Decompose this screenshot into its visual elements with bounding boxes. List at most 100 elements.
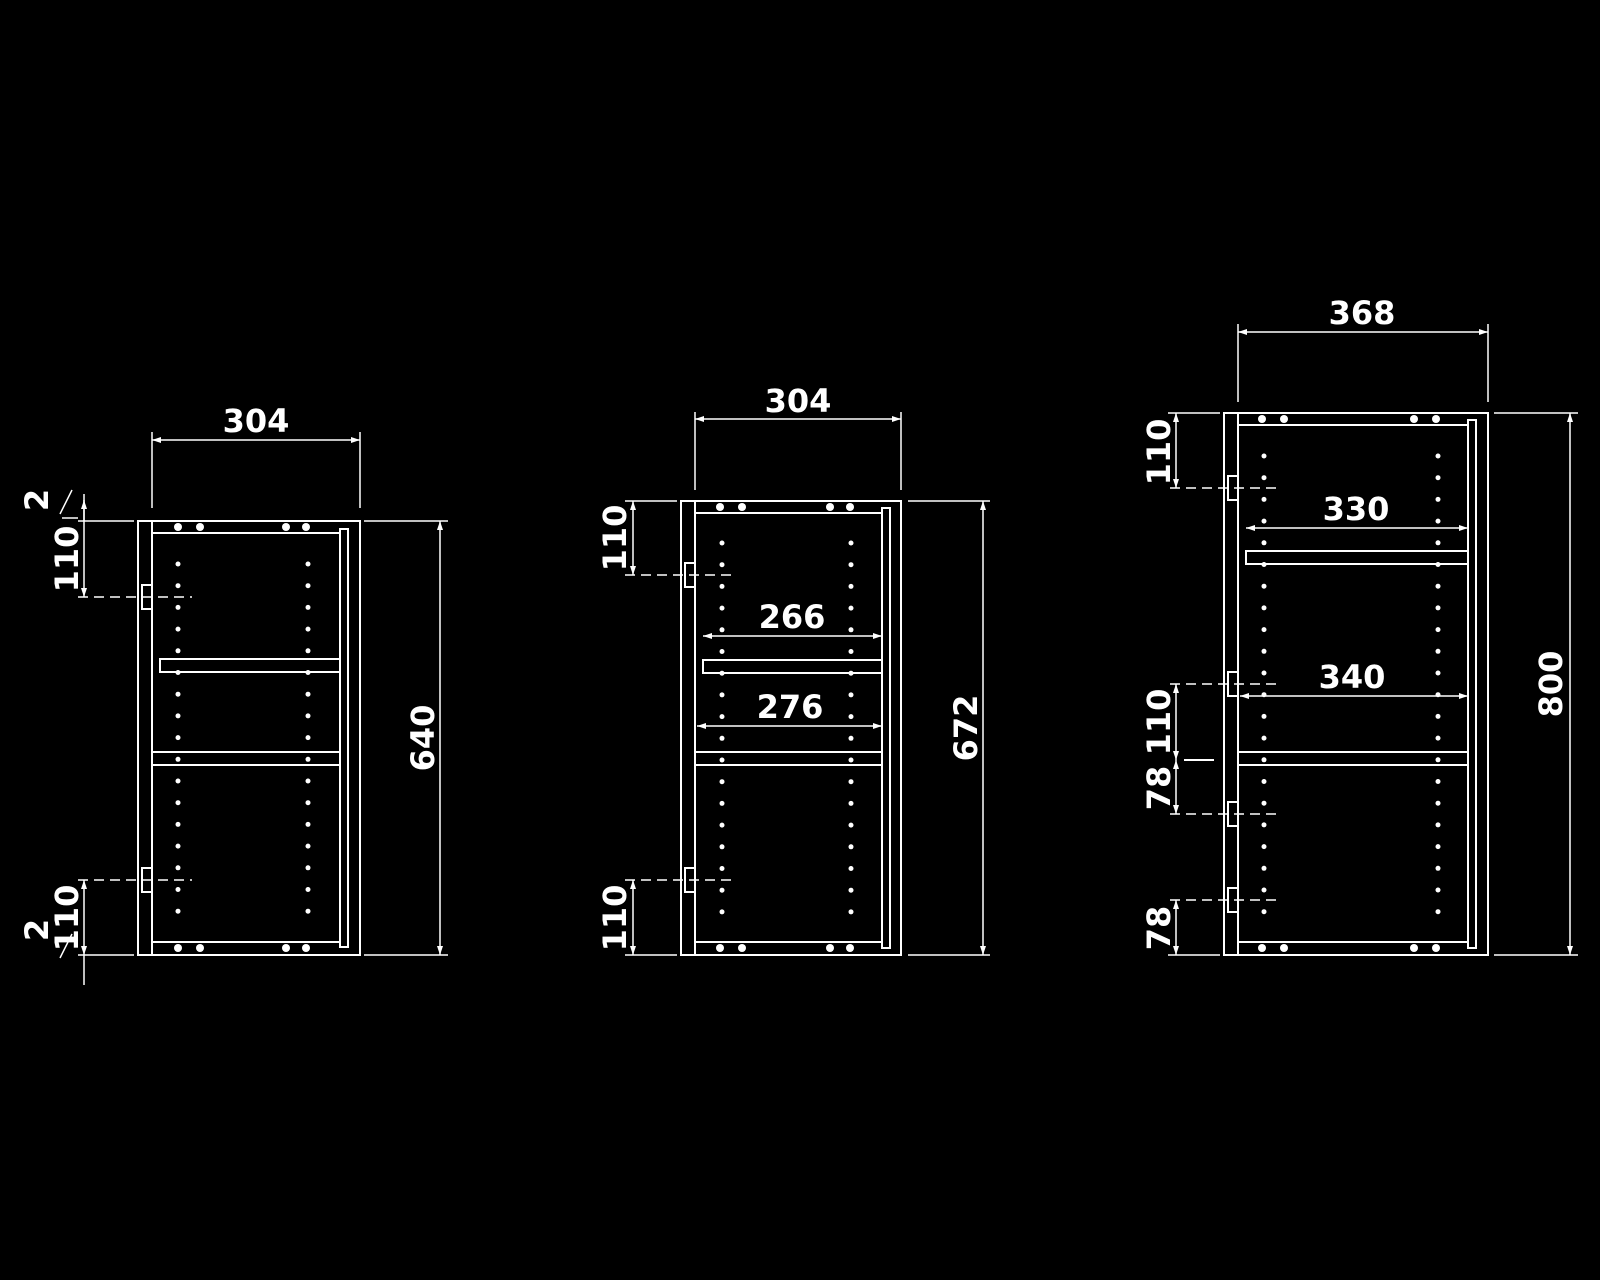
shelf-pin-hole <box>719 583 725 589</box>
shelf-pin-hole <box>305 713 311 719</box>
shelf-pin-hole <box>1261 909 1267 915</box>
shelf-pin-hole <box>1261 735 1267 741</box>
shelf-pin-hole <box>175 583 181 589</box>
shelf-pin-hole <box>305 865 311 871</box>
shelf-pin-hole <box>848 800 854 806</box>
shelf-pin-hole <box>1435 909 1441 915</box>
shelf-pin-hole <box>175 626 181 632</box>
shelf-pin-hole <box>848 887 854 893</box>
cabinet-3-bottom-gap-label: 78 <box>1140 906 1178 951</box>
shelf-pin-hole <box>719 670 725 676</box>
cabinet-2: 304 266 276 672 110 110 <box>596 382 990 956</box>
shelf-pin-hole <box>175 604 181 610</box>
shelf-pin-hole <box>848 583 854 589</box>
shelf-pin-hole <box>1435 865 1441 871</box>
shelf-pin-hole <box>1261 800 1267 806</box>
shelf-pin-hole <box>305 648 311 654</box>
shelf-pin-hole <box>305 843 311 849</box>
shelf-pin-hole <box>848 822 854 828</box>
shelf-pin-hole <box>305 735 311 741</box>
shelf-pin-hole <box>305 800 311 806</box>
shelf-pin-hole <box>719 757 725 763</box>
cabinet-2-shelf-mid <box>694 751 883 766</box>
cabinet-2-back-panel <box>881 507 891 949</box>
shelf-pin-hole <box>1435 518 1441 524</box>
shelf-pin-hole <box>175 756 181 762</box>
shelf-pin-hole <box>175 670 181 675</box>
shelf-pin-hole <box>848 540 854 546</box>
shelf-pin-hole <box>719 627 725 633</box>
shelf-pin-hole <box>1435 757 1441 763</box>
shelf-pin-hole <box>175 691 181 697</box>
shelf-pin-hole <box>1435 540 1441 546</box>
shelf-pin-hole <box>175 800 181 806</box>
shelf-pin-hole <box>719 540 725 546</box>
cabinet-3-shelf-top-label: 330 <box>1323 490 1390 528</box>
cabinet-1-width-label: 304 <box>223 402 290 440</box>
shelf-pin-hole <box>175 865 181 871</box>
shelf-pin-hole <box>305 561 311 567</box>
cabinet-3-shelf-mid-label: 340 <box>1319 658 1386 696</box>
shelf-pin-hole <box>1261 844 1267 850</box>
shelf-pin-hole <box>848 757 854 763</box>
shelf-pin-hole <box>848 714 854 720</box>
shelf-pin-hole <box>1261 670 1267 676</box>
shelf-pin-hole <box>1261 887 1267 893</box>
shelf-pin-hole <box>1261 779 1267 784</box>
shelf-pin-hole <box>719 887 725 893</box>
shelf-pin-hole <box>848 562 854 568</box>
cabinet-3-mid-hinge-label: 110 <box>1140 689 1178 756</box>
shelf-pin-hole <box>1435 844 1441 850</box>
shelf-pin-hole <box>1435 583 1441 589</box>
cabinet-1-height-label: 640 <box>404 705 442 772</box>
cabinet-2-cam-dots <box>716 503 854 952</box>
shelf-pin-hole <box>175 908 181 914</box>
shelf-pin-hole <box>1435 475 1441 481</box>
cabinet-3-back-panel <box>1467 419 1477 949</box>
shelf-pin-hole <box>1261 562 1267 567</box>
shelf-pin-hole <box>719 844 725 850</box>
shelf-pin-hole <box>1261 713 1267 719</box>
shelf-pin-hole <box>1261 627 1267 633</box>
shelf-pin-hole <box>305 670 311 675</box>
shelf-pin-hole <box>719 909 725 915</box>
cabinet-2-shelf-top-label: 266 <box>759 598 826 636</box>
shelf-pin-hole <box>1435 453 1441 459</box>
cabinet-1-body <box>151 520 361 956</box>
shelf-pin-hole <box>719 692 725 698</box>
cabinet-2-top-hinge-label: 110 <box>596 505 634 572</box>
shelf-pin-hole <box>1261 757 1267 763</box>
shelf-pin-hole <box>1435 735 1441 741</box>
shelf-pin-hole <box>848 627 854 633</box>
shelf-pin-hole <box>175 887 181 892</box>
cabinet-1-shelf-pin-holes <box>175 561 311 914</box>
shelf-pin-hole <box>719 735 725 741</box>
shelf-pin-hole <box>848 844 854 850</box>
cabinet-2-shelf-pin-holes <box>719 540 854 915</box>
cabinet-2-height-label: 672 <box>947 695 985 762</box>
cabinet-3-shelf-top <box>1245 550 1469 565</box>
shelf-pin-hole <box>848 779 854 785</box>
shelf-pin-hole <box>848 735 854 741</box>
cabinet-3-shelf-mid <box>1237 751 1469 766</box>
shelf-pin-hole <box>1435 887 1441 893</box>
shelf-pin-hole <box>1261 518 1267 524</box>
shelf-pin-hole <box>1435 779 1441 784</box>
shelf-pin-hole <box>848 909 854 915</box>
shelf-pin-hole <box>1261 583 1267 589</box>
shelf-pin-hole <box>848 692 854 698</box>
shelf-pin-hole <box>1435 713 1441 719</box>
shelf-pin-hole <box>305 887 311 892</box>
shelf-pin-hole <box>1261 605 1267 611</box>
cabinet-1-bottom-gap-label: 2 <box>18 919 56 941</box>
shelf-pin-hole <box>1435 822 1441 828</box>
cabinet-1-back-panel <box>339 528 349 948</box>
cabinet-1-shelf-top <box>159 658 341 673</box>
shelf-pin-hole <box>175 713 181 719</box>
cabinet-1-door <box>137 520 153 956</box>
shelf-pin-hole <box>1435 605 1441 611</box>
shelf-pin-hole <box>719 779 725 785</box>
shelf-pin-hole <box>1261 540 1267 546</box>
cabinet-1-top-gap-label: 2 <box>18 489 56 511</box>
